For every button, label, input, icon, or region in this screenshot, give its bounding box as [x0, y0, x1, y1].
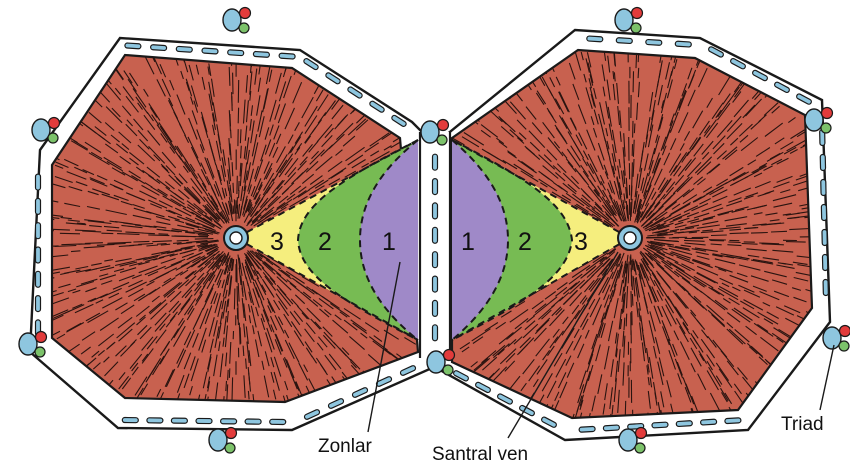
septum-vessel: [36, 247, 41, 263]
septum-vessel: [652, 422, 668, 428]
septum-vessel: [725, 418, 741, 424]
septum-vessel: [587, 36, 603, 42]
portal-triad: [615, 8, 643, 34]
septum-vessel: [433, 276, 438, 292]
left-zone-1-label: 1: [382, 228, 396, 256]
septum-vessel: [823, 279, 828, 295]
septum-vessel: [171, 418, 187, 423]
septum-vessel: [646, 39, 662, 45]
septum-vessel: [821, 204, 826, 220]
portal-triad: [223, 8, 251, 34]
portal-triad: [619, 428, 647, 454]
portal-triad: [823, 326, 850, 352]
septum-vessel: [433, 203, 438, 219]
right-zone-1-label: 1: [461, 228, 475, 256]
central-vein-label: Santral ven: [432, 444, 528, 465]
septum-vessel: [603, 425, 619, 431]
septum-vessel: [36, 174, 41, 190]
septum-vessel: [822, 229, 827, 245]
septum-vessel: [36, 296, 41, 312]
septum-vessel: [122, 418, 138, 423]
septum-vessel: [36, 223, 41, 239]
septum-vessel: [579, 426, 595, 432]
septum-vessel: [433, 300, 438, 316]
septum-vessel: [279, 53, 295, 59]
septum-vessel: [821, 179, 826, 195]
septum-vessel: [176, 46, 192, 52]
right-central-vein: [618, 226, 642, 250]
portal-triad: [209, 428, 237, 454]
septum-vessel: [616, 38, 632, 44]
right-zone-3-label: 3: [574, 228, 588, 256]
septum-vessel: [676, 421, 692, 427]
right-zone-2-label: 2: [518, 228, 532, 256]
left-central-vein: [224, 226, 248, 250]
septum-vessel: [245, 419, 261, 424]
septum-vessel: [36, 198, 41, 214]
septum-vessel: [270, 419, 286, 424]
septum-vessel: [433, 252, 438, 268]
portal-triad: [805, 108, 833, 134]
left-zone-3-label: 3: [270, 228, 284, 256]
septum-vessel: [36, 271, 41, 287]
septum-vessel: [125, 43, 141, 49]
septum-vessel: [221, 419, 237, 424]
septum-vessel: [147, 418, 163, 423]
triad-label: Triad: [781, 414, 824, 435]
septum-vessel: [433, 325, 438, 341]
septum-vessel: [196, 418, 212, 423]
left-zone-2-label: 2: [318, 228, 332, 256]
septum-vessel: [675, 41, 691, 47]
septum-vessel: [822, 254, 827, 270]
septum-vessel: [150, 45, 166, 51]
septum-vessel: [202, 48, 218, 54]
septum-vessel: [433, 179, 438, 195]
zones-label: Zonlar: [318, 436, 373, 457]
septum-vessel: [820, 154, 825, 170]
septum-vessel: [228, 50, 244, 56]
septum-vessel: [700, 419, 716, 425]
septum-vessel: [433, 154, 438, 170]
septum-vessel: [253, 51, 269, 57]
septum-vessel: [433, 227, 438, 243]
triad-leader-line: [820, 345, 834, 410]
